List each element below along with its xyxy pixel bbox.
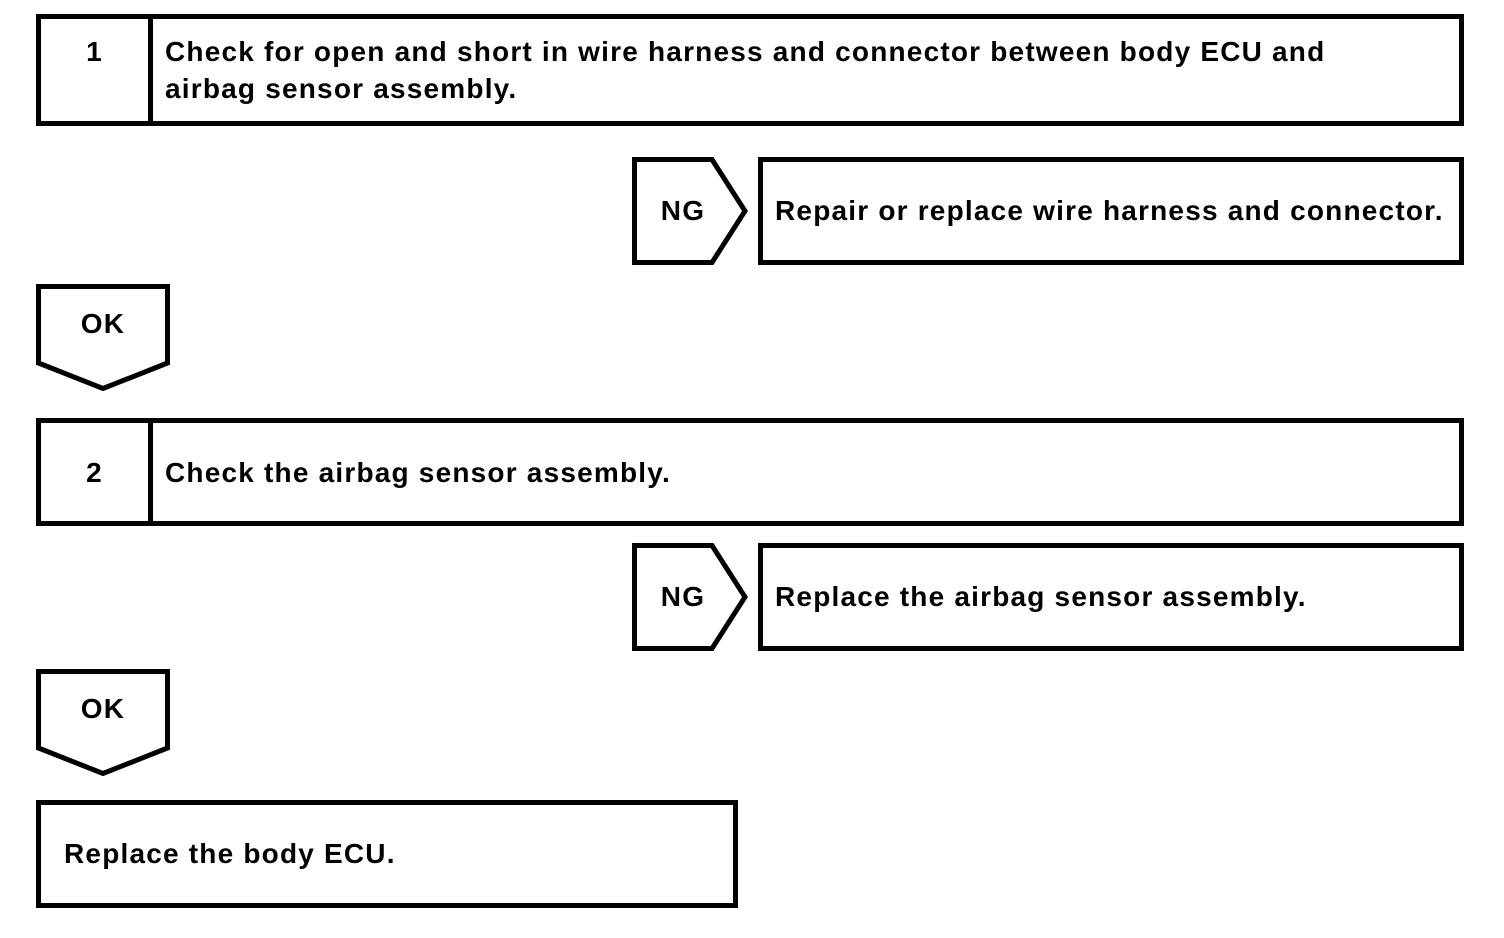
ok-label-2: OK xyxy=(80,693,126,724)
step-box-1: 1 Check for open and short in wire harne… xyxy=(36,14,1464,126)
step-2-divider xyxy=(148,423,153,521)
ng-label-2: NG xyxy=(660,581,706,612)
ng-connector-1: NG xyxy=(632,157,748,265)
ng-action-box-2: Replace the airbag sensor assembly. xyxy=(758,543,1464,651)
step-box-2: 2 Check the airbag sensor assembly. xyxy=(36,418,1464,526)
step-1-instruction-line-2: airbag sensor assembly. xyxy=(165,73,518,104)
ok-arrow-down-icon xyxy=(36,284,170,391)
ok-connector-1: OK xyxy=(36,284,170,391)
step-1-instruction: Check for open and short in wire harness… xyxy=(148,33,1459,107)
ng-arrow-right-icon xyxy=(632,157,748,265)
ng-action-box-1: Repair or replace wire harness and conne… xyxy=(758,157,1464,265)
ng-action-text-2: Replace the airbag sensor assembly. xyxy=(775,581,1307,612)
ng-action-text-1: Repair or replace wire harness and conne… xyxy=(775,195,1444,226)
ng-connector-2: NG xyxy=(632,543,748,651)
step-2-instruction-line-1: Check the airbag sensor assembly. xyxy=(165,456,671,488)
ok-connector-2: OK xyxy=(36,669,170,776)
step-2-instruction: Check the airbag sensor assembly. xyxy=(148,454,1459,491)
step-1-instruction-line-1: Check for open and short in wire harness… xyxy=(165,36,1326,67)
ng-label-1: NG xyxy=(660,195,706,226)
step-1-divider xyxy=(148,19,153,121)
final-action-text: Replace the body ECU. xyxy=(64,838,396,869)
step-2-number: 2 xyxy=(86,456,103,488)
step-1-number: 1 xyxy=(86,36,103,67)
ng-arrow-right-icon xyxy=(632,543,748,651)
ok-label-1: OK xyxy=(80,308,126,339)
ok-arrow-down-icon xyxy=(36,669,170,776)
final-action-box: Replace the body ECU. xyxy=(36,800,738,908)
